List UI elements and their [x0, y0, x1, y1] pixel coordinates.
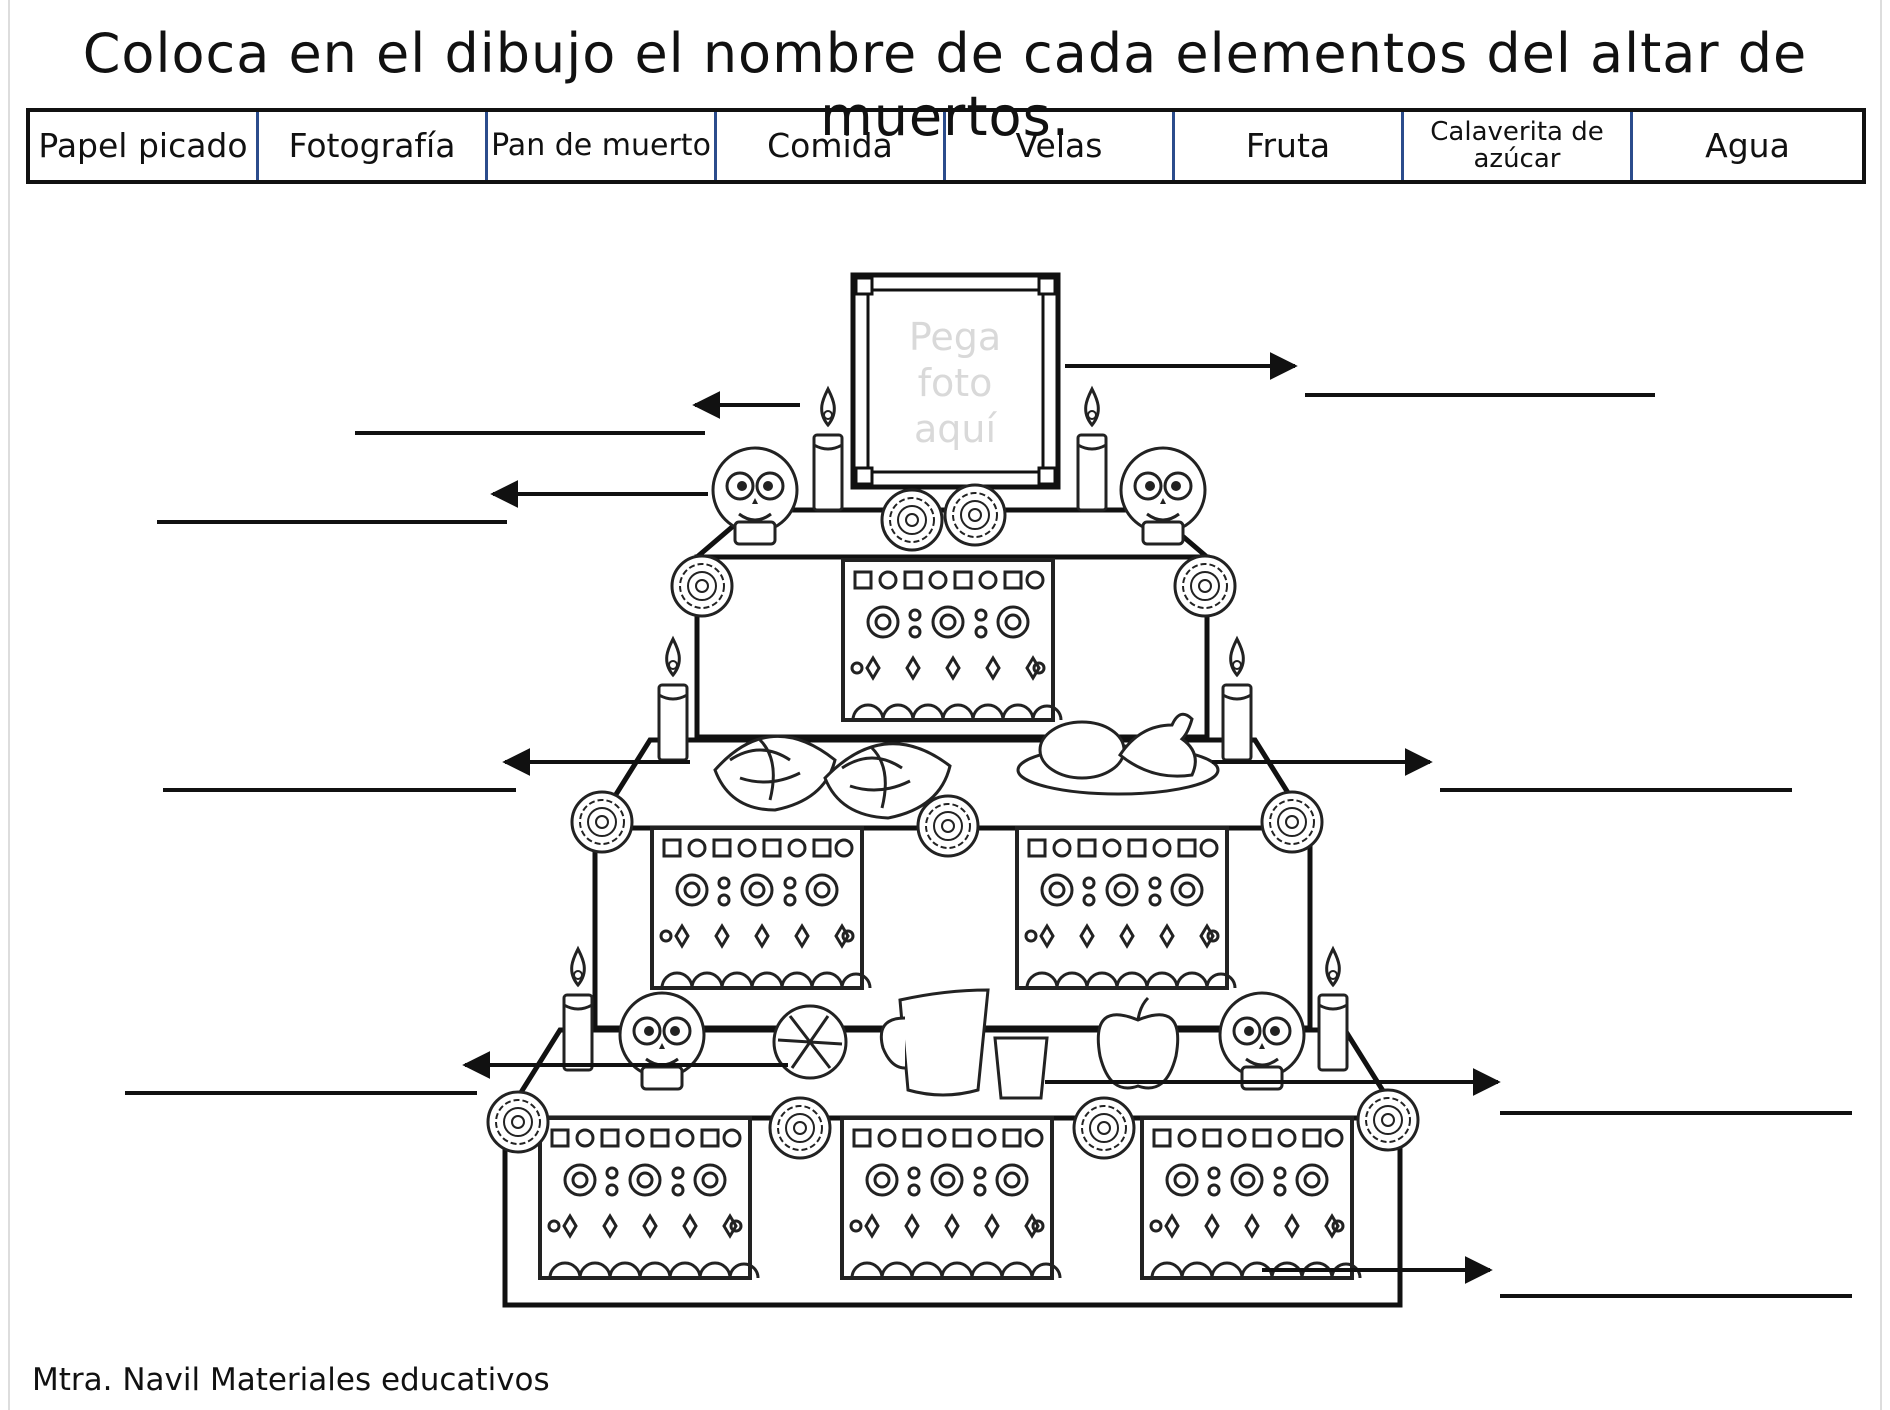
candle-icon	[562, 947, 594, 1072]
word-bank-item: Papel picado	[30, 112, 259, 180]
marigold-icon	[943, 483, 1007, 547]
answer-blank-line[interactable]	[157, 520, 507, 524]
orange-icon	[772, 1004, 848, 1080]
page-frame	[8, 0, 1882, 1410]
candle-icon	[1076, 387, 1108, 512]
marigold-icon	[768, 1096, 832, 1160]
marigold-icon	[1072, 1096, 1136, 1160]
sugar-skull-icon	[1119, 446, 1207, 546]
word-bank-item: Fruta	[1175, 112, 1404, 180]
water-pitcher-icon	[879, 988, 990, 1097]
word-bank-item: Fotografía	[259, 112, 488, 180]
candle-icon	[657, 637, 689, 762]
marigold-icon	[486, 1090, 550, 1154]
sugar-skull-icon	[618, 991, 706, 1091]
answer-blank-line[interactable]	[355, 431, 705, 435]
marigold-icon	[916, 794, 980, 858]
photo-placeholder-line: aquí	[914, 407, 997, 451]
marigold-icon	[670, 554, 734, 618]
marigold-icon	[880, 488, 944, 552]
word-bank-item: Velas	[946, 112, 1175, 180]
photo-placeholder-line: Pega	[909, 315, 1001, 359]
word-bank-item: Calaverita de azúcar	[1404, 112, 1633, 180]
marigold-icon	[570, 790, 634, 854]
food-plate-icon	[1016, 712, 1220, 796]
sugar-skull-icon	[1218, 991, 1306, 1091]
pan-de-muerto-icon	[713, 734, 952, 820]
apple-icon	[1096, 996, 1180, 1090]
answer-blank-line[interactable]	[163, 788, 516, 792]
water-glass-icon	[993, 1036, 1049, 1100]
papel-picado-icon	[1140, 1116, 1362, 1280]
footer-credit: Mtra. Navil Materiales educativos	[32, 1362, 550, 1398]
marigold-icon	[1356, 1088, 1420, 1152]
answer-blank-line[interactable]	[1500, 1111, 1852, 1115]
papel-picado-icon	[538, 1116, 760, 1280]
answer-blank-line[interactable]	[1440, 788, 1792, 792]
answer-blank-line[interactable]	[1305, 393, 1655, 397]
word-bank-item: Agua	[1705, 125, 1790, 165]
photo-placeholder-line: foto	[918, 361, 993, 405]
answer-blank-line[interactable]	[125, 1091, 477, 1095]
answer-blank-line[interactable]	[1500, 1294, 1852, 1298]
marigold-icon	[1173, 554, 1237, 618]
papel-picado-icon	[840, 1116, 1062, 1280]
candle-icon	[1221, 637, 1253, 762]
papel-picado-icon	[841, 558, 1063, 722]
word-bank-table: Papel picado Fotografía Pan de muerto Co…	[26, 108, 1866, 184]
word-bank-item: Pan de muerto	[488, 112, 717, 180]
word-bank-item: Comida	[717, 112, 946, 180]
papel-picado-icon	[650, 826, 872, 990]
candle-icon	[1317, 947, 1349, 1072]
papel-picado-icon	[1015, 826, 1237, 990]
candle-icon	[812, 387, 844, 512]
marigold-icon	[1260, 790, 1324, 854]
